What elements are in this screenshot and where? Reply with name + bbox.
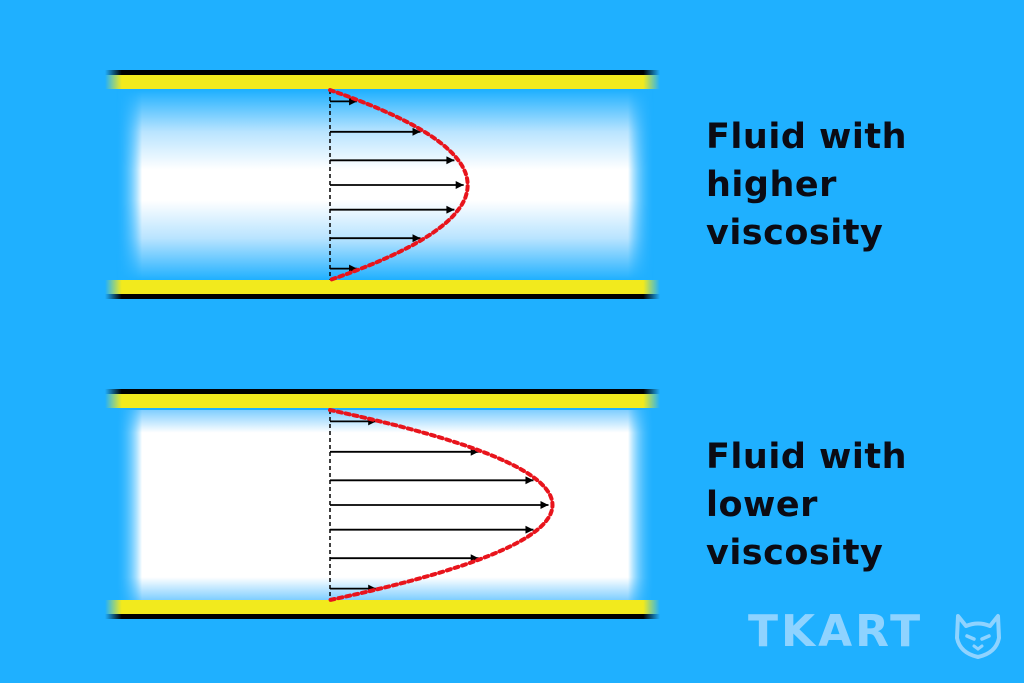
cat-head-icon: [955, 614, 1001, 659]
label-lower-viscosity: Fluid with lower viscosity: [706, 433, 907, 577]
pipe-wall-top-yellow: [105, 394, 660, 408]
label-line: lower: [706, 485, 818, 525]
label-line: Fluid with: [706, 117, 908, 157]
velocity-profile-curve: [328, 408, 555, 602]
label-higher-viscosity: Fluid with higher viscosity: [706, 113, 907, 257]
pipe-wall-top-yellow: [105, 75, 660, 89]
pipe-wall-bottom-yellow: [105, 600, 660, 614]
label-line: viscosity: [706, 213, 884, 253]
pipe-wall-bottom-yellow: [105, 280, 660, 294]
velocity-profile: [328, 408, 555, 602]
pipe-wall-bottom: [105, 614, 660, 619]
pipe-wall-top: [105, 389, 660, 394]
label-line: Fluid with: [706, 437, 908, 477]
pipe-lower-viscosity: [105, 389, 660, 619]
brand-logo-text: TKART: [748, 606, 924, 657]
velocity-profile-curve: [328, 88, 470, 282]
pipe-higher-viscosity: [105, 70, 660, 299]
pipe-wall-bottom: [105, 294, 660, 299]
label-line: viscosity: [706, 533, 884, 573]
label-line: higher: [706, 165, 837, 205]
pipe-wall-top: [105, 70, 660, 75]
velocity-profile: [328, 88, 470, 282]
